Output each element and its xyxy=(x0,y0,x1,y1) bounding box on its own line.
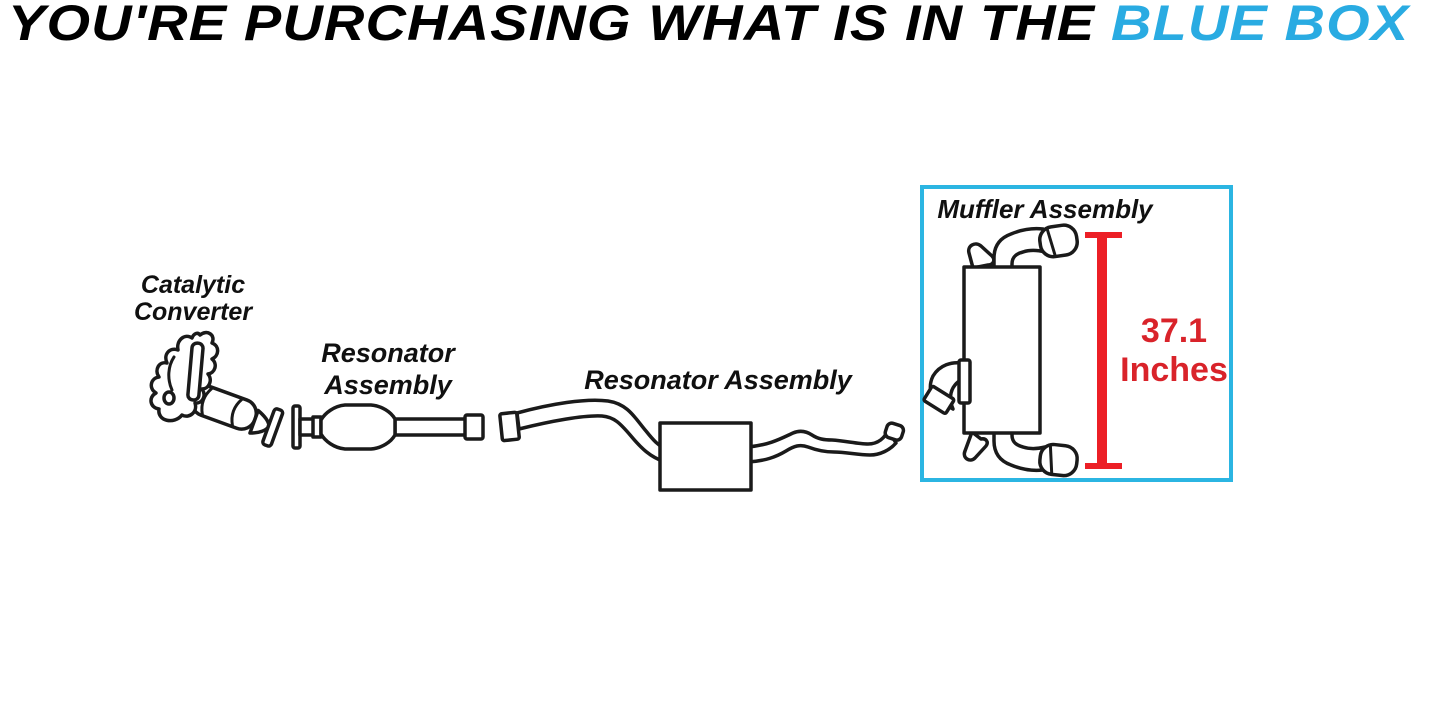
catalytic-converter-label: Catalytic Converter xyxy=(133,271,253,326)
page-title: YOU'RE PURCHASING WHAT IS IN THE BLUE BOX xyxy=(8,0,1409,50)
muffler-assembly-drawing xyxy=(922,223,1079,478)
muffler-body xyxy=(962,265,1042,435)
measurement-value: 37.1 xyxy=(1140,312,1208,350)
title-highlight-blue-box: BLUE BOX xyxy=(1110,0,1410,51)
resonator-assembly-front-label: Resonator Assembly xyxy=(321,338,455,400)
muffler-hanger-top-icon xyxy=(966,242,996,270)
catalytic-converter-drawing xyxy=(149,330,285,448)
muffler-assembly-label: Muffler Assembly xyxy=(937,194,1153,224)
blue-box-highlight xyxy=(920,185,1233,482)
measurement-text: 37.1 Inches xyxy=(1118,312,1230,390)
resonator-assembly-mid-drawing xyxy=(498,398,906,492)
resonator-assembly-mid-label: Resonator Assembly xyxy=(584,365,852,395)
measurement-line xyxy=(1085,232,1122,469)
measurement-unit: Inches xyxy=(1120,351,1228,389)
title-text: YOU'RE PURCHASING WHAT IS IN THE xyxy=(8,0,1096,51)
resonator-assembly-front-drawing xyxy=(291,403,485,451)
muffler-hanger-bottom-icon xyxy=(962,430,989,462)
